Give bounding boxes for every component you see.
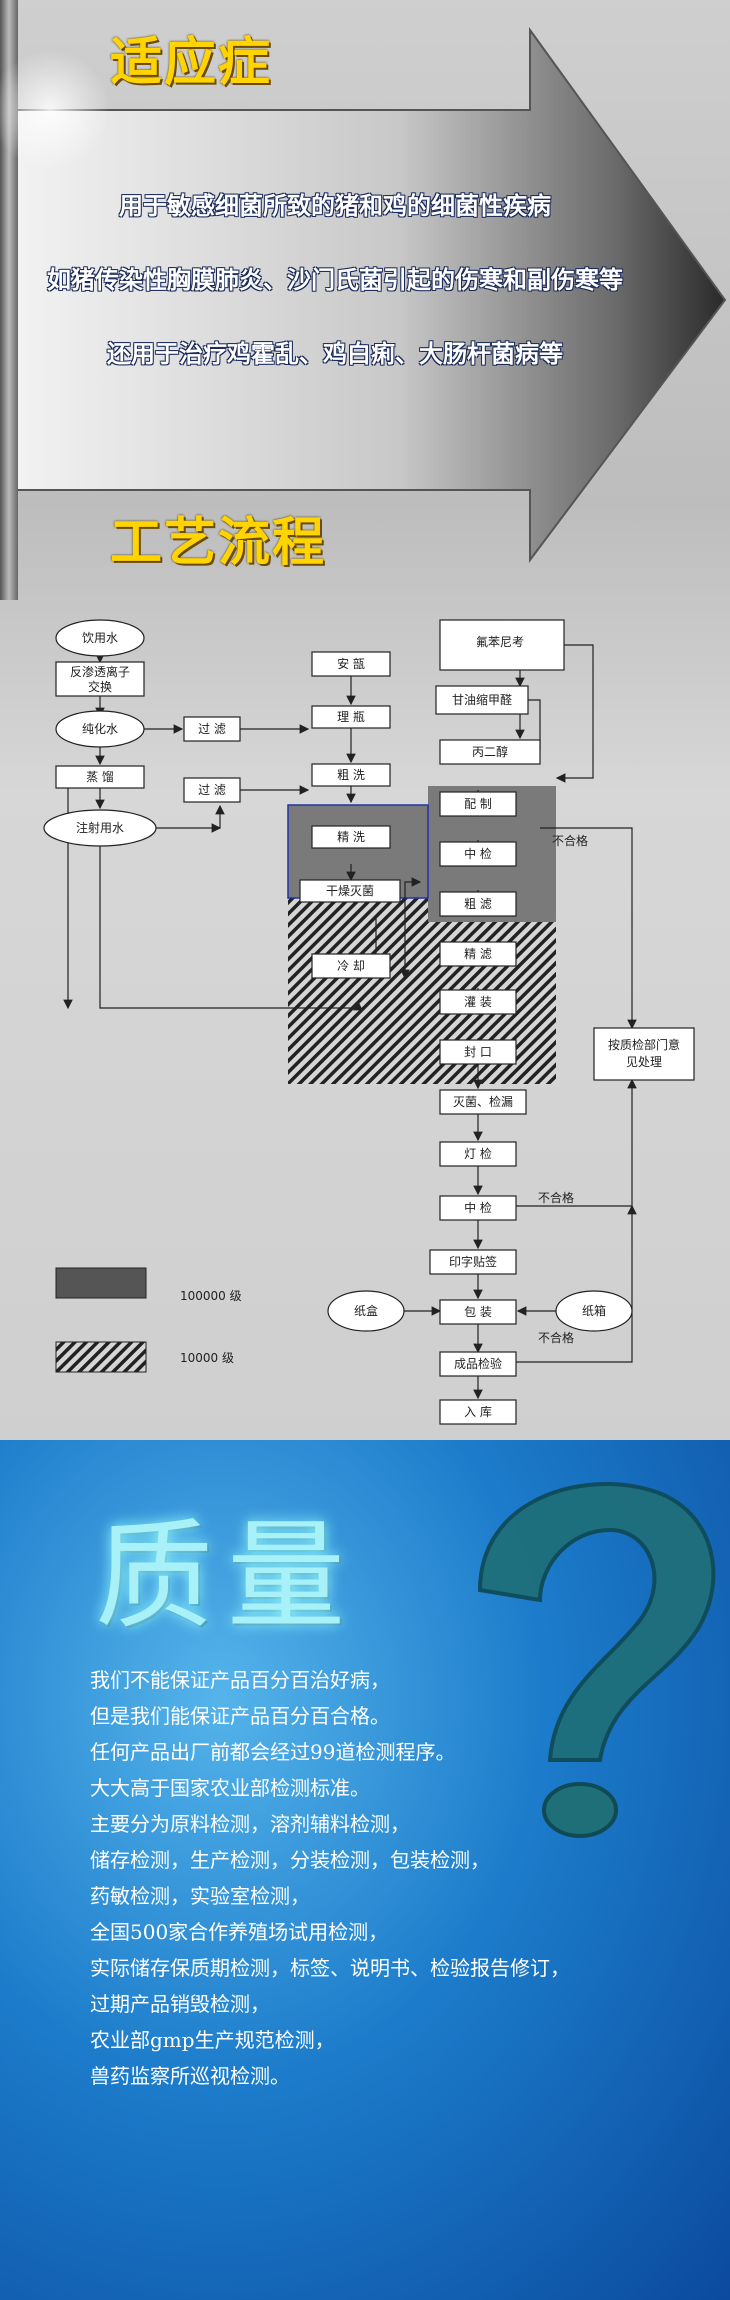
quality-line: 兽药监察所巡视检测。 (90, 2064, 290, 2088)
node-label: 中 检 (464, 1200, 492, 1215)
legend-solid-swatch (55, 1267, 147, 1299)
node-ro (55, 661, 145, 697)
node-inject-water (43, 809, 157, 847)
node-sterilize-leak (439, 1089, 527, 1115)
node-cool (311, 953, 391, 979)
node-label: 配 制 (464, 797, 492, 811)
node-label: 氟苯尼考 (476, 635, 524, 649)
node-ampoule (311, 651, 391, 677)
quality-line: 农业部gmp生产规范检测， (90, 2028, 335, 2052)
quality-line: 任何产品出厂前都会经过99道检测程序。 (90, 1740, 456, 1764)
node-label: 过 滤 (198, 722, 226, 736)
quality-line: 大大高于国家农业部检测标准。 (90, 1776, 370, 1800)
node-label: 精 滤 (464, 947, 492, 961)
node-label: 过 滤 (198, 783, 226, 797)
quality-line: 主要分为原料检测，溶剂辅料检测， (90, 1812, 410, 1836)
node-distill (55, 765, 145, 789)
node-label: 纯化水 (82, 722, 118, 736)
node-rough-wash (311, 763, 391, 787)
process-flowchart: 饮用水 反渗透离子 交换 纯化水 蒸 馏 注射用水 过 滤 过 滤 安 瓿 理 … (43, 619, 695, 1425)
node-label: 交换 (88, 679, 112, 694)
node-case (555, 1290, 633, 1332)
node-qa (593, 1027, 695, 1081)
quality-title: 质量 (95, 1507, 360, 1645)
node-label: 入 库 (464, 1404, 492, 1419)
node-light-check (439, 1141, 517, 1167)
node-sort-bottle (311, 705, 391, 729)
node-label: 注射用水 (76, 820, 124, 835)
node-label: 安 瓿 (337, 656, 365, 671)
quality-line: 实际储存保质期检测，标签、说明书、检验报告修订， (90, 1956, 570, 1980)
node-label: 灭菌、检漏 (453, 1094, 513, 1109)
node-label: 灯 检 (464, 1146, 492, 1161)
quality-lines: 我们不能保证产品百分百治好病， 但是我们能保证产品百分百合格。 任何产品出厂前都… (90, 1662, 570, 2094)
node-final-check (439, 1351, 517, 1377)
node-fine-filter (439, 941, 517, 967)
node-label: 粗 滤 (464, 897, 492, 911)
node-label: 包 装 (464, 1305, 492, 1319)
node-label: 蒸 馏 (86, 770, 114, 784)
arrow-banner (0, 0, 727, 600)
node-drink-water (55, 619, 145, 657)
quality-line: 过期产品销毁检测， (90, 1992, 270, 2016)
node-carton (327, 1290, 405, 1332)
node-dry-sterilize (299, 879, 401, 903)
node-filter1 (183, 716, 241, 742)
node-label: 按质检部门意 (608, 1037, 680, 1052)
fail-label: 不合格 (538, 1190, 574, 1205)
quality-line: 我们不能保证产品百分百治好病， (90, 1668, 390, 1692)
indication-line: 如猪传染性胸膜肺炎、沙门氏菌引起的伤寒和副伤寒等 (47, 266, 623, 294)
node-rough-filter (439, 891, 517, 917)
node-label: 灌 装 (464, 995, 492, 1009)
node-propylene (439, 739, 541, 765)
node-label: 甘油缩甲醛 (452, 692, 512, 707)
node-label: 见处理 (626, 1055, 662, 1069)
node-prepare (439, 791, 517, 817)
node-label: 饮用水 (82, 631, 118, 645)
node-label: 精 洗 (337, 830, 365, 844)
node-pure-water (55, 710, 145, 748)
legend-hatch-swatch (55, 1341, 147, 1373)
node-glycerol (435, 685, 529, 715)
indication-line: 还用于治疗鸡霍乱、鸡白痢、大肠杆菌病等 (107, 340, 563, 368)
quality-line: 储存检测，生产检测，分装检测，包装检测， (90, 1848, 490, 1872)
node-label: 成品检验 (454, 1356, 502, 1371)
node-mid-check2 (439, 1195, 517, 1221)
node-label: 封 口 (464, 1045, 492, 1059)
node-store (439, 1399, 517, 1425)
node-label: 反渗透离子 (70, 664, 130, 679)
fail-label: 不合格 (552, 833, 588, 848)
quality-line: 但是我们能保证产品百分百合格。 (90, 1704, 390, 1728)
quality-panel: 质量 我们不能保证产品百分百治好病， 但是我们能保证产品百分百合格。 任何产品出… (0, 1440, 730, 2300)
node-filter2 (183, 777, 241, 803)
node-print-label (429, 1249, 517, 1275)
node-florfenicol (439, 619, 565, 671)
node-label: 粗 洗 (337, 768, 365, 782)
node-label: 丙二醇 (472, 744, 508, 759)
node-seal (439, 1039, 517, 1065)
node-label: 印字贴签 (449, 1254, 497, 1269)
node-mid-check1 (439, 841, 517, 867)
node-label: 纸箱 (582, 1303, 606, 1318)
node-fine-wash (311, 825, 391, 849)
legend-label: 10000 级 (180, 1351, 234, 1365)
quality-line: 药敏检测，实验室检测， (90, 1884, 310, 1908)
quality-line: 全国500家合作养殖场试用检测， (90, 1920, 389, 1944)
node-pack (439, 1299, 517, 1325)
node-label: 理 瓶 (337, 710, 365, 724)
node-fill (439, 989, 517, 1015)
indication-heading: 适应症 (110, 33, 273, 93)
node-label: 中 检 (464, 846, 492, 861)
node-label: 纸盒 (354, 1303, 378, 1318)
question-mark-graphic (477, 1482, 716, 1838)
process-heading: 工艺流程 (110, 513, 327, 573)
top-panel: 适应症 用于敏感细菌所致的猪和鸡的细菌性疾病 如猪传染性胸膜肺炎、沙门氏菌引起的… (0, 0, 730, 1440)
node-label: 冷 却 (337, 959, 365, 973)
fail-label: 不合格 (538, 1330, 574, 1345)
legend-label: 100000 级 (180, 1289, 242, 1303)
node-label: 干燥灭菌 (326, 884, 374, 898)
indication-line: 用于敏感细菌所致的猪和鸡的细菌性疾病 (119, 192, 551, 220)
